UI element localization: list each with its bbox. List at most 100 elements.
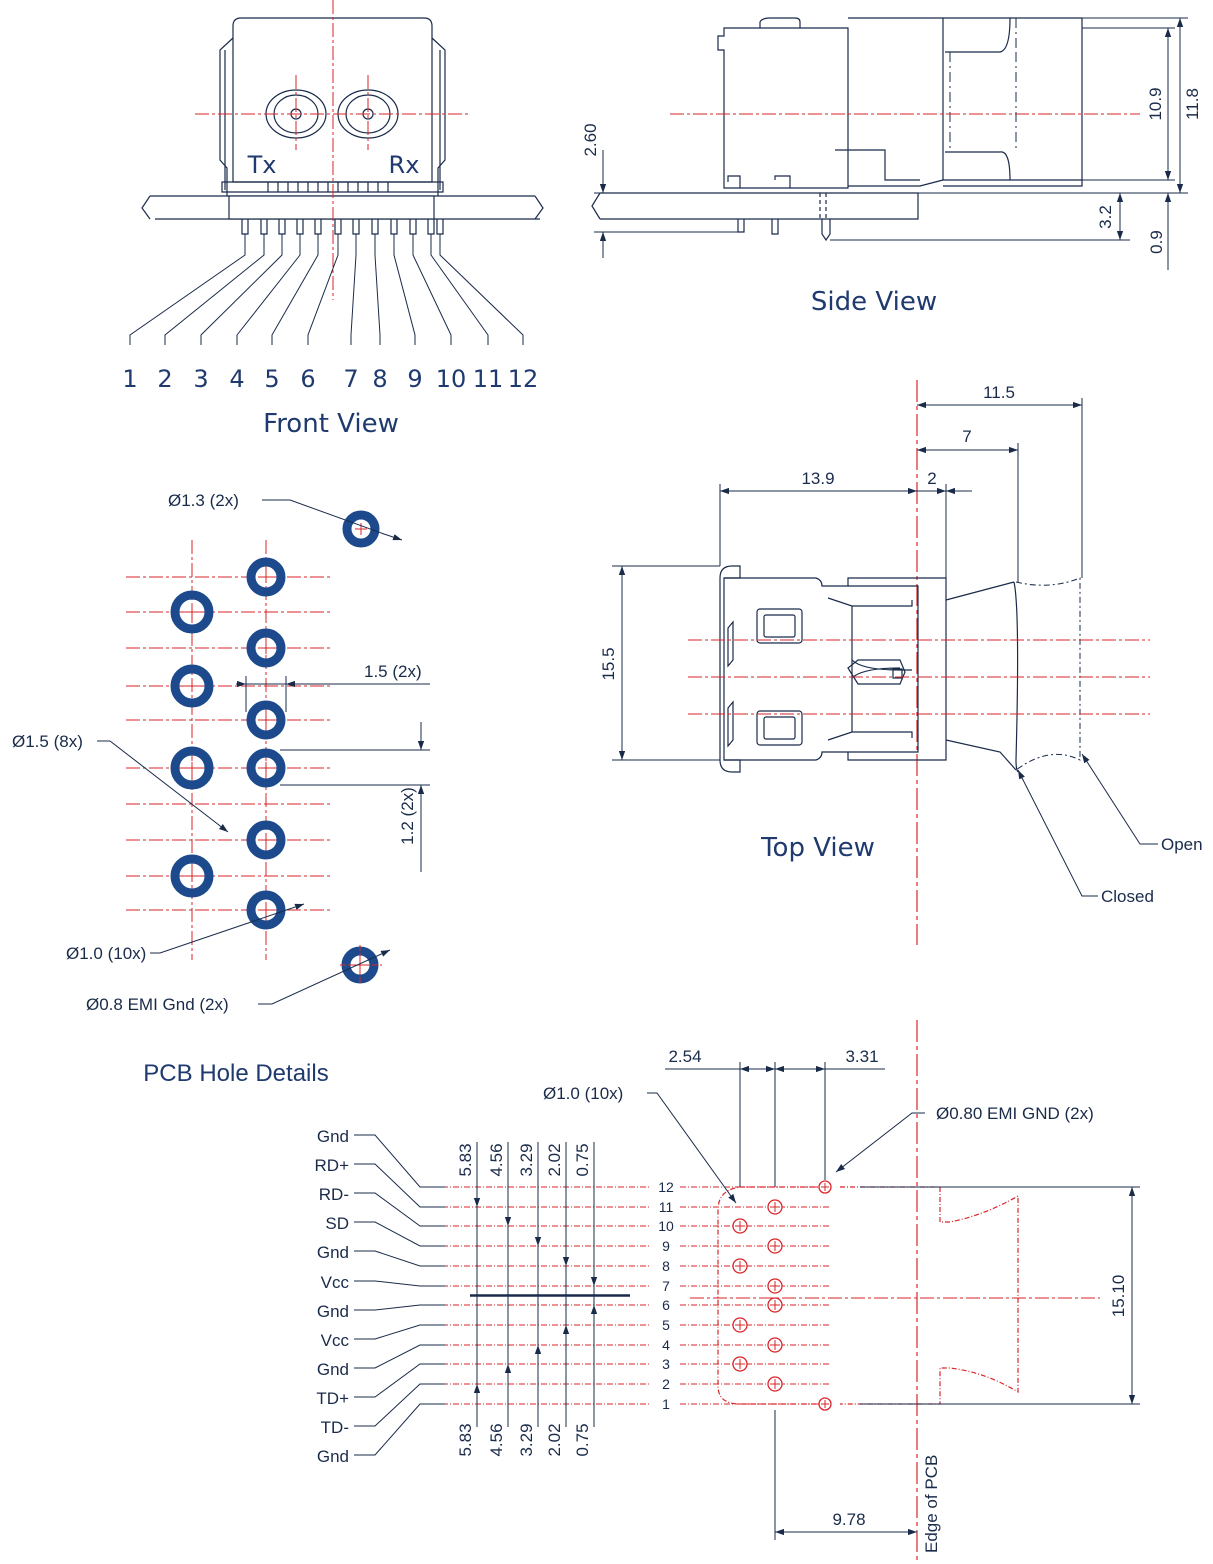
- edge-of-pcb-label: Edge of PCB: [922, 1455, 941, 1553]
- dim-331: 3.31: [845, 1047, 878, 1066]
- front-pin-number: 8: [372, 365, 387, 393]
- front-pin-number: 11: [473, 365, 504, 393]
- signal-label: Gnd: [317, 1302, 349, 1321]
- signal-label: Vcc: [321, 1273, 350, 1292]
- column-dim-bottom: 4.56: [487, 1423, 506, 1456]
- signal-label: Gnd: [317, 1360, 349, 1379]
- signal-label: TD+: [316, 1389, 349, 1408]
- hole-pad-small: [246, 820, 286, 860]
- tx-label: Tx: [247, 151, 277, 179]
- pitch15-label: 1.5 (2x): [364, 662, 422, 681]
- d10-leader: [150, 903, 305, 954]
- closed-label: Closed: [1101, 887, 1154, 906]
- dim-32: 3.2: [1096, 205, 1115, 229]
- hole-pad-small: [246, 890, 286, 930]
- column-dim-top: 3.29: [517, 1143, 536, 1176]
- front-view-title: Front View: [263, 409, 399, 439]
- side-view-title: Side View: [811, 287, 937, 317]
- side-sleeve: [943, 17, 1011, 53]
- side-shell: [848, 17, 944, 187]
- dim-09: 0.9: [1147, 230, 1166, 254]
- dim-2: 2: [927, 469, 936, 488]
- column-dim-bottom: 2.02: [545, 1423, 564, 1456]
- front-housing: [232, 17, 433, 183]
- pcb-hole-details-title: PCB Hole Details: [143, 1060, 328, 1087]
- row-number: 12: [658, 1179, 674, 1195]
- closed-leader: [1017, 769, 1098, 897]
- signal-label: Gnd: [317, 1447, 349, 1466]
- signal-label: RD-: [319, 1185, 349, 1204]
- signal-label: SD: [325, 1214, 349, 1233]
- open-leader: [1081, 753, 1158, 845]
- front-pin-number: 12: [508, 365, 539, 393]
- signal-label: Gnd: [317, 1127, 349, 1146]
- signal-label: Gnd: [317, 1243, 349, 1262]
- column-dim-top: 2.02: [545, 1143, 564, 1176]
- side-body: [717, 27, 849, 189]
- d13-leader: [262, 499, 403, 541]
- row-number: 7: [662, 1278, 670, 1294]
- front-pin-number: 2: [157, 365, 172, 393]
- dim-978: 9.78: [832, 1510, 865, 1529]
- dim-7: 7: [962, 427, 971, 446]
- dim-260: 2.60: [581, 123, 600, 156]
- row-number: 11: [659, 1199, 674, 1215]
- front-pin-number: 5: [264, 365, 279, 393]
- column-dim-bottom: 3.29: [517, 1423, 536, 1456]
- hole-pad-small: [246, 700, 286, 740]
- dim-109: 10.9: [1146, 87, 1165, 120]
- hole-pad-small: [246, 628, 286, 668]
- column-dim-bottom: 5.83: [456, 1423, 475, 1456]
- top-window-1: [756, 608, 803, 644]
- rx-label: Rx: [389, 151, 420, 179]
- front-shield-left: [219, 37, 234, 196]
- d15-leader: [97, 740, 229, 833]
- front-pin-number: 9: [407, 365, 422, 393]
- dim-155: 15.5: [599, 647, 618, 680]
- front-view: [141, 17, 544, 235]
- signal-label: RD+: [315, 1156, 350, 1175]
- layout-hole-label: Ø1.0 (10x): [543, 1084, 623, 1103]
- column-dim-top: 4.56: [487, 1143, 506, 1176]
- hole-pad-large: [170, 854, 214, 898]
- row-number: 1: [662, 1396, 670, 1412]
- hole-pad-mount: [342, 510, 380, 548]
- row-number: 4: [662, 1337, 670, 1353]
- top-window-2: [756, 710, 803, 746]
- dim-254: 2.54: [668, 1047, 701, 1066]
- row-number: 8: [662, 1258, 670, 1274]
- signal-label: TD-: [321, 1418, 349, 1437]
- layout-emi-leader: [835, 1112, 925, 1173]
- column-dim-top: 0.75: [573, 1143, 592, 1176]
- row-number: 2: [662, 1376, 670, 1392]
- front-pin-number: 6: [300, 365, 315, 393]
- column-dim-bottom: 0.75: [573, 1423, 592, 1456]
- front-pin-number: 4: [229, 365, 244, 393]
- row-number: 5: [662, 1317, 670, 1333]
- pitch12-label: 1.2 (2x): [398, 787, 417, 845]
- front-pin-number: 3: [193, 365, 208, 393]
- front-pin-number: 10: [436, 365, 467, 393]
- row-number: 9: [662, 1238, 670, 1254]
- front-shield-right: [431, 37, 446, 196]
- side-view: [591, 17, 1083, 242]
- dim-139: 13.9: [801, 469, 834, 488]
- d13-label: Ø1.3 (2x): [168, 491, 239, 510]
- d15-label: Ø1.5 (8x): [12, 732, 83, 751]
- dim-1510: 15.10: [1109, 1275, 1128, 1318]
- hole-pad-small: [246, 748, 286, 788]
- hole-pad-large: [170, 746, 214, 790]
- hole-pad-small: [246, 557, 286, 597]
- top-view: [719, 565, 1019, 773]
- front-pcb-insert: [228, 195, 435, 220]
- row-number: 10: [658, 1218, 674, 1234]
- column-dim-top: 5.83: [456, 1143, 475, 1176]
- emi-label: Ø0.8 EMI Gnd (2x): [86, 995, 229, 1014]
- dim-115: 11.5: [983, 383, 1015, 402]
- dim-118: 11.8: [1183, 88, 1202, 120]
- side-pins: [737, 219, 831, 242]
- open-label: Open: [1161, 835, 1203, 854]
- emi-leader: [258, 949, 391, 1005]
- top-body: [719, 565, 741, 773]
